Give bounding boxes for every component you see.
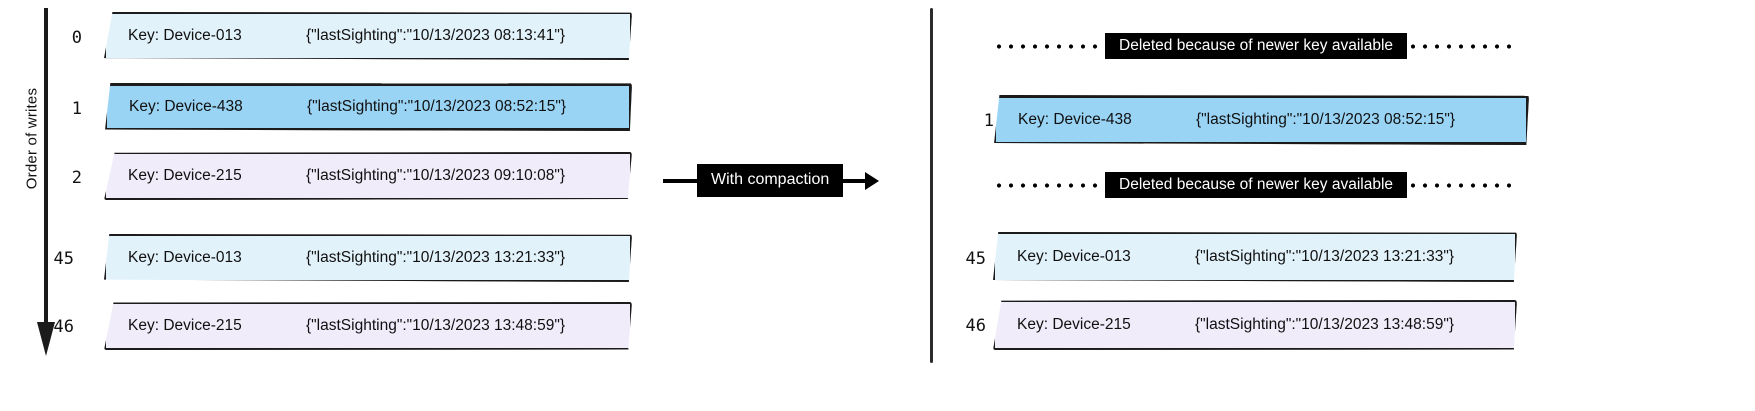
record-key: Key: Device-215 <box>1017 316 1131 333</box>
with-compaction-label: With compaction <box>697 164 844 197</box>
arrow-tail-line <box>663 178 697 183</box>
record-value: {"lastSighting":"10/13/2023 13:48:59"} <box>1195 316 1455 333</box>
row-index: 2 <box>71 168 82 188</box>
record-row: Key: Device-013 {"lastSighting":"10/13/2… <box>104 234 632 282</box>
record-value: {"lastSighting":"10/13/2023 13:21:33"} <box>1195 248 1455 265</box>
order-of-writes-arrow-icon <box>37 8 55 356</box>
record-row: Key: Device-215 {"lastSighting":"10/13/2… <box>993 300 1517 350</box>
record-value: {"lastSighting":"10/13/2023 13:48:59"} <box>306 317 566 334</box>
record-value: {"lastSighting":"10/13/2023 08:52:15"} <box>307 98 567 115</box>
tombstone-annotation: Deleted because of newer key available <box>993 32 1520 60</box>
record-row: Key: Device-013 {"lastSighting":"10/13/2… <box>993 232 1517 282</box>
row-index: 45 <box>965 249 986 269</box>
dotted-line-right <box>1407 43 1520 49</box>
record-row: Key: Device-013 {"lastSighting":"10/13/2… <box>104 12 632 60</box>
dotted-line-left <box>993 43 1105 49</box>
record-key: Key: Device-215 <box>128 167 242 184</box>
row-index: 0 <box>71 28 82 48</box>
record-value: {"lastSighting":"10/13/2023 09:10:08"} <box>306 167 566 184</box>
record-key: Key: Device-013 <box>128 27 242 44</box>
record-row: Key: Device-438 {"lastSighting":"10/13/2… <box>994 95 1529 145</box>
tombstone-label: Deleted because of newer key available <box>1105 32 1408 60</box>
record-key: Key: Device-013 <box>128 249 242 266</box>
record-row: Key: Device-215 {"lastSighting":"10/13/2… <box>104 152 632 200</box>
row-index: 1 <box>71 99 82 119</box>
row-index: 46 <box>53 317 74 337</box>
record-key: Key: Device-438 <box>129 98 243 115</box>
tombstone-label: Deleted because of newer key available <box>1105 171 1408 199</box>
row-index: 45 <box>53 249 74 269</box>
record-value: {"lastSighting":"10/13/2023 13:21:33"} <box>306 249 566 266</box>
panel-divider <box>930 8 933 363</box>
row-index: 1 <box>983 111 994 131</box>
record-key: Key: Device-013 <box>1017 248 1131 265</box>
arrow-head-icon <box>865 171 880 190</box>
record-value: {"lastSighting":"10/13/2023 08:13:41"} <box>306 27 566 44</box>
with-compaction-arrow: With compaction <box>663 164 880 197</box>
row-index: 46 <box>965 316 986 336</box>
record-row: Key: Device-438 {"lastSighting":"10/13/2… <box>105 83 632 131</box>
record-key: Key: Device-215 <box>128 317 242 334</box>
record-key: Key: Device-438 <box>1018 111 1132 128</box>
arrow-shaft <box>843 178 866 183</box>
tombstone-annotation: Deleted because of newer key available <box>993 171 1520 199</box>
record-value: {"lastSighting":"10/13/2023 08:52:15"} <box>1196 111 1456 128</box>
record-row: Key: Device-215 {"lastSighting":"10/13/2… <box>104 302 632 350</box>
dotted-line-left <box>993 182 1105 188</box>
dotted-line-right <box>1407 182 1520 188</box>
